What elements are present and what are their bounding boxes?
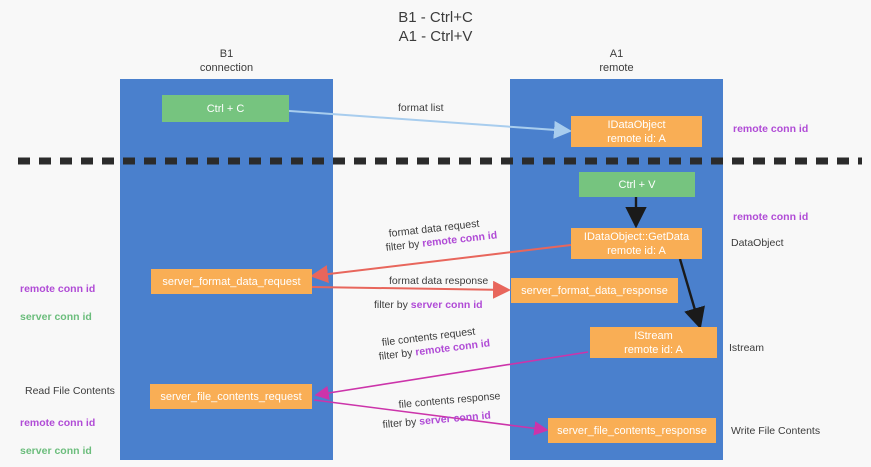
filter-prefix-2: filter by — [374, 299, 411, 311]
node-istream[interactable]: IStream remote id: A — [590, 327, 717, 358]
node-getdata[interactable]: IDataObject::GetData remote id: A — [571, 228, 702, 259]
node-ctrl-c[interactable]: Ctrl + C — [162, 95, 289, 122]
node-idataobject-top[interactable]: IDataObject remote id: A — [571, 116, 702, 147]
node-server-file-contents-response[interactable]: server_file_contents_response — [548, 418, 716, 443]
lane-title-b1: B1 connection — [199, 48, 254, 74]
annot-write-file-contents: Write File Contents — [731, 425, 821, 437]
filter-prefix-1: filter by — [385, 237, 424, 254]
node-server-format-data-response-label: server_format_data_response — [521, 284, 668, 297]
filter-prefix-3: filter by — [378, 346, 417, 363]
node-ctrl-v[interactable]: Ctrl + V — [579, 172, 695, 197]
annot-left-server-conn-id-mid: server conn id — [20, 311, 92, 323]
annot-left-conn-ids-mid: remote conn id server conn id — [20, 268, 95, 338]
edge-label-format-data-response: format data response — [389, 275, 489, 287]
annot-istream-label: Istream — [729, 342, 765, 354]
node-istream-line2: remote id: A — [624, 343, 683, 356]
annot-left-remote-conn-id-mid: remote conn id — [20, 283, 96, 295]
annot-left-server-conn-id-bottom: server conn id — [20, 445, 92, 457]
annot-left-remote-conn-id-bottom: remote conn id — [20, 417, 96, 429]
annot-remote-conn-id-top: remote conn id — [733, 123, 809, 135]
node-server-file-contents-response-label: server_file_contents_response — [557, 424, 707, 437]
node-getdata-line1: IDataObject::GetData — [583, 230, 690, 243]
node-server-format-data-response[interactable]: server_format_data_response — [511, 278, 678, 303]
node-ctrl-c-label: Ctrl + C — [206, 102, 245, 115]
edge-label-file-contents-response-filter: filter by server conn id — [382, 409, 491, 432]
node-server-format-data-request[interactable]: server_format_data_request — [151, 269, 312, 294]
node-server-file-contents-request[interactable]: server_file_contents_request — [150, 384, 312, 409]
edge-label-format-list: format list — [398, 102, 444, 114]
page-title: B1 - Ctrl+C A1 - Ctrl+V — [398, 9, 473, 45]
node-getdata-line2: remote id: A — [607, 244, 666, 257]
lane-title-a1: A1 remote — [599, 48, 634, 74]
node-ctrl-v-label: Ctrl + V — [618, 178, 656, 191]
edge-label-format-data-response-filter: filter by server conn id — [374, 298, 483, 312]
node-idataobject-top-line2: remote id: A — [607, 132, 666, 145]
annot-remote-conn-id-mid: remote conn id — [733, 211, 809, 223]
filter-key-server-conn-id-1: server conn id — [410, 299, 483, 311]
annot-read-file-contents: Read File Contents — [25, 385, 115, 397]
annot-dataobject-label: DataObject — [731, 237, 784, 249]
node-server-file-contents-request-label: server_file_contents_request — [160, 390, 302, 403]
node-server-format-data-request-label: server_format_data_request — [162, 275, 301, 288]
node-istream-line1: IStream — [634, 329, 673, 342]
annot-left-conn-ids-bottom: remote conn id server conn id — [20, 402, 95, 467]
filter-key-server-conn-id-2: server conn id — [418, 409, 492, 428]
filter-prefix-4: filter by — [382, 415, 420, 431]
node-idataobject-top-line1: IDataObject — [607, 118, 666, 131]
